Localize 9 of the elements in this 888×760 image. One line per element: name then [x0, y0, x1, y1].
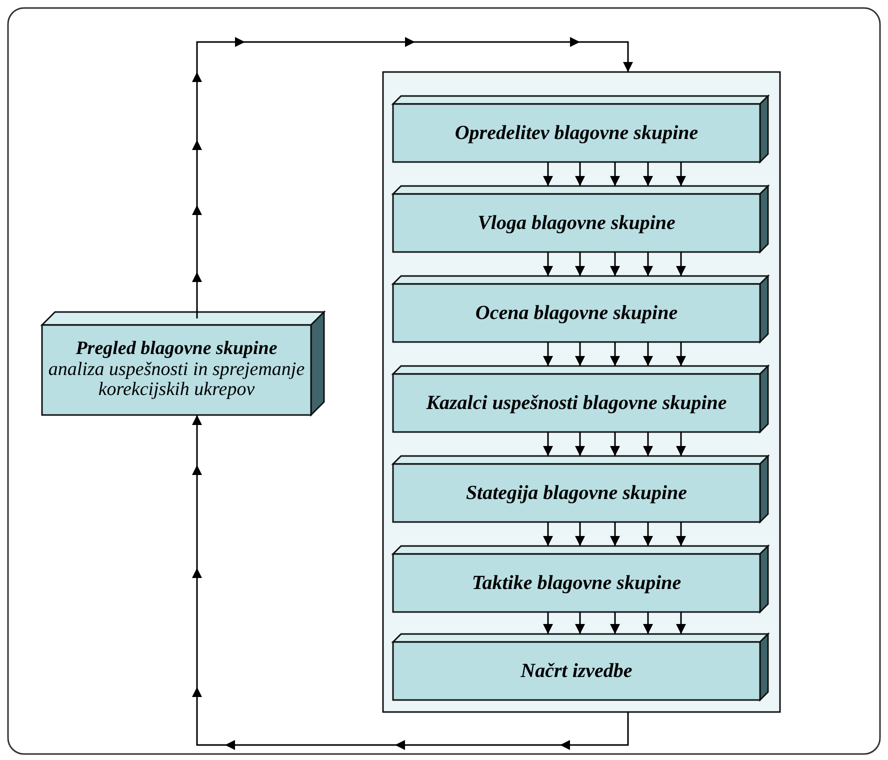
box-description: analiza uspešnosti in sprejemanje korekcijskih ukrepov [47, 360, 306, 402]
box-title: Kazalci uspešnosti blagovne skupine [426, 391, 727, 415]
box-title: Taktike blagovne skupine [472, 571, 682, 595]
box-title: Načrt izvedbe [520, 659, 632, 683]
box-title: Ocena blagovne skupine [475, 301, 678, 325]
box-title: Opredelitev blagovne skupine [454, 121, 698, 145]
box-title: Vloga blagovne skupine [478, 211, 676, 235]
box-title: Pregled blagovne skupine [76, 338, 278, 360]
box-title: Stategija blagovne skupine [466, 481, 688, 505]
